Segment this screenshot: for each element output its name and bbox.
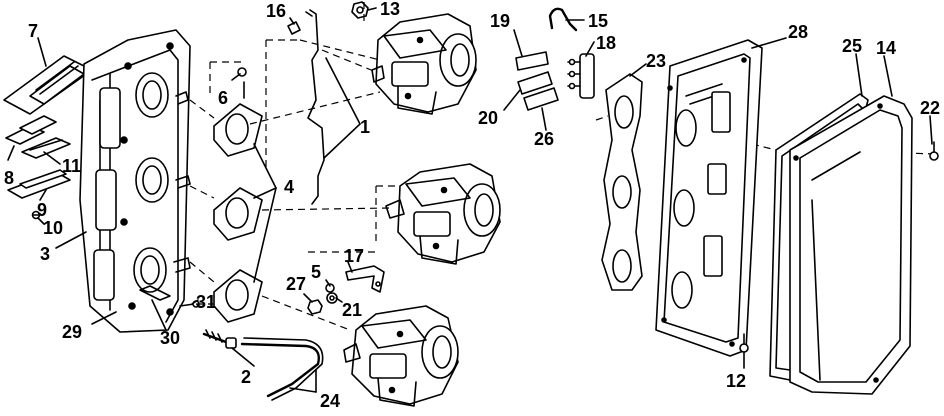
callout-17: 17 [344, 246, 364, 266]
bolt-part-2 [202, 329, 237, 349]
nut-part-13 [351, 1, 369, 19]
primer-valve-part-18 [567, 53, 595, 99]
callout-27: 27 [286, 274, 306, 294]
fuel-hose-part-24 [240, 337, 324, 401]
nut-part-27 [307, 299, 323, 315]
hose-part-26 [523, 87, 559, 111]
callout-9: 9 [37, 200, 47, 220]
reed-plate-part-8 [5, 115, 57, 145]
reed-leaf-part-11 [21, 137, 71, 159]
callout-3: 3 [40, 244, 50, 264]
callout-21: 21 [342, 300, 362, 320]
callout-1: 1 [360, 117, 370, 137]
link-rod-part-1 [305, 9, 325, 205]
leader-lines [7, 7, 933, 393]
callout-labels: 1 2 3 4 5 6 7 8 9 10 11 12 13 14 15 16 1… [4, 0, 940, 411]
carburetor-middle [385, 163, 501, 265]
silencer-base-part-28 [655, 39, 763, 357]
callout-5: 5 [311, 262, 321, 282]
callout-29: 29 [62, 322, 82, 342]
link-plate-part-17 [345, 265, 385, 293]
intake-manifold-part-3 [79, 29, 191, 333]
callout-28: 28 [788, 22, 808, 42]
reed-stop-part-7 [3, 55, 93, 115]
callout-2: 2 [241, 367, 251, 387]
leader-lines-part-1 [323, 57, 361, 159]
screw-part-10 [31, 210, 41, 220]
carburetor-top [371, 13, 477, 115]
callout-4: 4 [284, 177, 294, 197]
callout-6: 6 [218, 88, 228, 108]
callout-12: 12 [726, 371, 746, 391]
callout-11: 11 [62, 156, 81, 176]
fuel-line-part-15 [548, 7, 578, 32]
gasket-part-23 [601, 73, 643, 291]
reed-block-part-9 [7, 169, 71, 199]
callout-31: 31 [196, 292, 216, 312]
callout-10: 10 [43, 218, 63, 238]
callout-19: 19 [490, 11, 510, 31]
callout-8: 8 [4, 168, 14, 188]
screw-part-22 [929, 141, 939, 161]
callout-15: 15 [588, 11, 608, 31]
callout-23: 23 [646, 51, 666, 71]
callout-25: 25 [842, 36, 862, 56]
screw-part-6 [231, 67, 247, 81]
gasket-part-4-bottom [213, 269, 263, 323]
hose-part-19 [515, 51, 549, 71]
silencer-cover-part-14 [789, 95, 913, 395]
callout-22: 22 [920, 98, 940, 118]
washer-part-5 [325, 283, 335, 293]
callout-13: 13 [380, 0, 400, 19]
callout-18: 18 [596, 33, 616, 53]
callout-16: 16 [266, 1, 286, 21]
carburetor-bottom [343, 305, 459, 407]
callout-20: 20 [478, 108, 498, 128]
callout-7: 7 [28, 21, 38, 41]
callout-26: 26 [534, 129, 554, 149]
gasket-part-4-mid [213, 187, 263, 241]
callout-30: 30 [160, 328, 180, 348]
gasket-part-4-top [213, 103, 263, 157]
callout-14: 14 [876, 38, 896, 58]
callout-24: 24 [320, 391, 340, 411]
